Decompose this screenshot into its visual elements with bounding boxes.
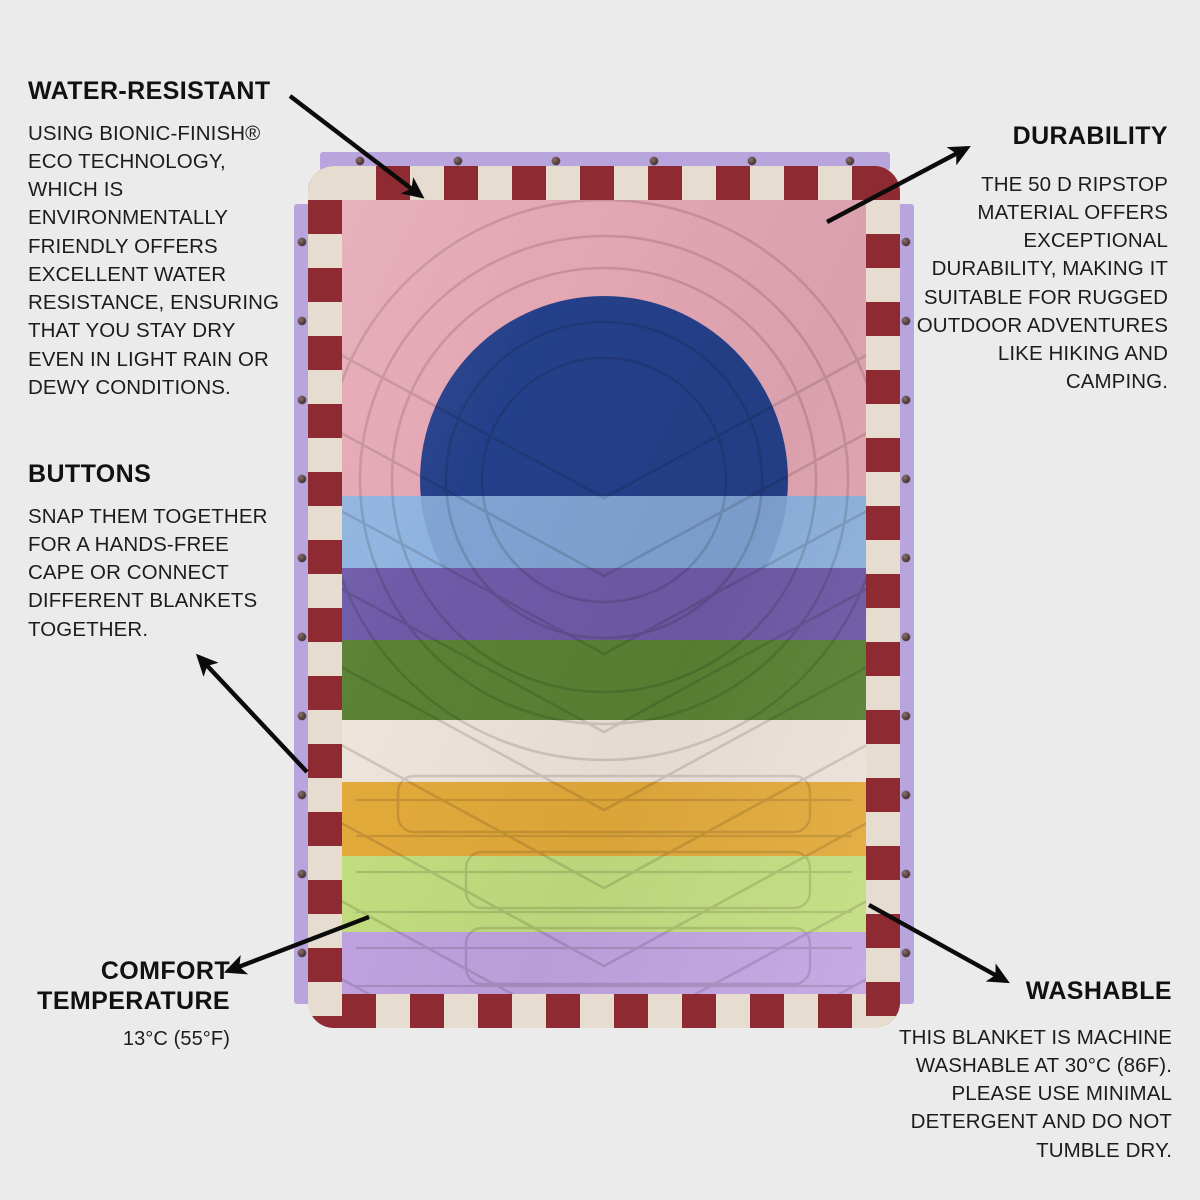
annotation-title-comfort-temperature: COMFORT TEMPERATURE: [37, 957, 230, 1015]
annotation-title-washable: WASHABLE: [1025, 977, 1172, 1005]
annotation-body-water-resistant: USING BIONIC-FINISH® ECO TECHNOLOGY, WHI…: [28, 121, 280, 400]
snap-button-left-0[interactable]: [298, 238, 306, 246]
blanket-quilt-body: [308, 166, 900, 1028]
snap-button-top-4[interactable]: [748, 157, 756, 165]
snap-button-right-0[interactable]: [902, 238, 910, 246]
snap-button-right-4[interactable]: [902, 554, 910, 562]
snap-button-left-4[interactable]: [298, 554, 306, 562]
annotation-water-resistant: WATER-RESISTANT USING BIONIC-FINISH® ECO…: [28, 77, 296, 402]
blanket-product-image: [294, 152, 914, 1032]
stripe-veil-light-blue: [342, 496, 866, 568]
stripe-cream: [342, 720, 866, 782]
snap-button-left-7[interactable]: [298, 791, 306, 799]
snap-button-left-8[interactable]: [298, 870, 306, 878]
snap-button-left-3[interactable]: [298, 475, 306, 483]
snap-button-top-0[interactable]: [356, 157, 364, 165]
checkered-border-top: [308, 166, 900, 200]
snap-button-top-3[interactable]: [650, 157, 658, 165]
annotation-title-water-resistant: WATER-RESISTANT: [28, 77, 271, 105]
annotation-body-buttons: SNAP THEM TOGETHER FOR A HANDS-FREE CAPE…: [28, 504, 268, 641]
stripe-veil-purple: [342, 568, 866, 640]
annotation-title-buttons: BUTTONS: [28, 460, 152, 488]
stripe-lime-green: [342, 856, 866, 932]
snap-button-top-5[interactable]: [846, 157, 854, 165]
annotation-washable: WASHABLE THIS BLANKET IS MACHINE WASHABL…: [890, 977, 1172, 1165]
snap-button-left-5[interactable]: [298, 633, 306, 641]
snap-button-left-1[interactable]: [298, 317, 306, 325]
checkered-border-bottom: [308, 994, 900, 1028]
snap-button-right-1[interactable]: [902, 317, 910, 325]
snap-button-left-2[interactable]: [298, 396, 306, 404]
stripe-veil-olive-green: [342, 640, 866, 720]
snap-button-right-6[interactable]: [902, 712, 910, 720]
blanket-trim-left: [294, 204, 311, 1004]
blanket-design-panel: [342, 200, 866, 994]
snap-button-right-2[interactable]: [902, 396, 910, 404]
annotation-body-comfort-temperature: 13°C (55°F): [122, 1028, 230, 1050]
checkered-border-right: [866, 166, 900, 1028]
snap-button-right-5[interactable]: [902, 633, 910, 641]
annotation-comfort-temperature: COMFORT TEMPERATURE 13°C (55°F): [12, 957, 230, 1054]
annotation-title-durability: DURABILITY: [1012, 122, 1168, 150]
blanket-trim-right: [897, 204, 914, 1004]
snap-button-right-8[interactable]: [902, 870, 910, 878]
stripe-lilac: [342, 932, 866, 994]
annotation-body-durability: THE 50 D RIPSTOP MATERIAL OFFERS EXCEPTI…: [916, 172, 1168, 394]
snap-button-right-3[interactable]: [902, 475, 910, 483]
arrow-buttons: [195, 653, 309, 774]
snap-button-top-2[interactable]: [552, 157, 560, 165]
snap-button-left-6[interactable]: [298, 712, 306, 720]
annotation-buttons: BUTTONS SNAP THEM TOGETHER FOR A HANDS-F…: [28, 460, 288, 644]
checkered-border-left: [308, 166, 342, 1028]
snap-button-left-9[interactable]: [298, 949, 306, 957]
stripe-gold: [342, 782, 866, 856]
snap-button-right-9[interactable]: [902, 949, 910, 957]
annotation-durability: DURABILITY THE 50 D RIPSTOP MATERIAL OFF…: [900, 122, 1168, 397]
snap-button-right-7[interactable]: [902, 791, 910, 799]
annotation-body-washable: THIS BLANKET IS MACHINE WASHABLE AT 30°C…: [898, 1025, 1172, 1162]
snap-button-top-1[interactable]: [454, 157, 462, 165]
